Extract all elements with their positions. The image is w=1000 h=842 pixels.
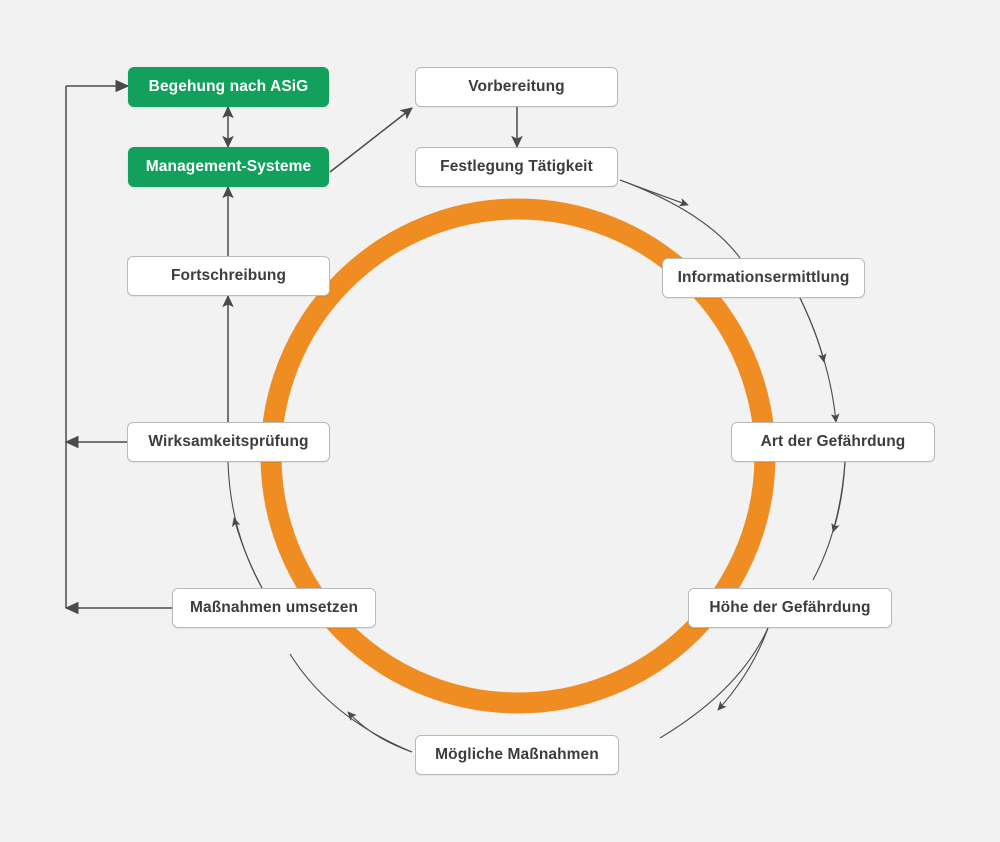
node-wirksamkeitspruefung[interactable]: Wirksamkeitsprüfung — [127, 422, 330, 462]
node-label: Art der Gefährdung — [760, 433, 906, 451]
node-label: Vorbereitung — [468, 78, 565, 96]
edge-art-to-hoehe-line — [812, 461, 846, 581]
edge-massnahmen-to-wirksamkeit-head — [231, 517, 263, 589]
edge-festlegung-to-information — [619, 179, 741, 259]
edge-moegliche-to-massnahmen-line — [289, 653, 413, 753]
node-label: Wirksamkeitsprüfung — [148, 433, 309, 451]
node-management-systeme[interactable]: Management-Systeme — [128, 147, 329, 187]
node-label: Management-Systeme — [145, 158, 312, 176]
node-informationsermittlung[interactable]: Informationsermittlung — [662, 258, 865, 298]
node-festlegung-taetigkeit[interactable]: Festlegung Tätigkeit — [415, 147, 618, 187]
node-begehung-nach-asig[interactable]: Begehung nach ASiG — [128, 67, 329, 107]
node-label: Höhe der Gefährdung — [709, 599, 871, 617]
node-massnahmen-umsetzen[interactable]: Maßnahmen umsetzen — [172, 588, 376, 628]
edge-hoehe-to-moegliche-head — [717, 627, 769, 711]
node-vorbereitung[interactable]: Vorbereitung — [415, 67, 618, 107]
edge-information-to-art-head — [799, 297, 827, 363]
edge-information-to-art-line — [799, 297, 837, 423]
node-label: Mögliche Maßnahmen — [435, 746, 599, 764]
node-moegliche-massnahmen[interactable]: Mögliche Maßnahmen — [415, 735, 619, 775]
node-hoehe-der-gefaehrdung[interactable]: Höhe der Gefährdung — [688, 588, 892, 628]
node-label: Fortschreibung — [170, 267, 287, 285]
node-label: Begehung nach ASiG — [148, 78, 309, 96]
node-label: Festlegung Tätigkeit — [440, 158, 593, 176]
edge-massnahmen-to-wirksamkeit-line — [227, 461, 263, 589]
edge-hoehe-to-moegliche-line — [659, 627, 769, 739]
node-art-der-gefaehrdung[interactable]: Art der Gefährdung — [731, 422, 935, 462]
node-label: Informationsermittlung — [677, 269, 850, 287]
node-fortschreibung[interactable]: Fortschreibung — [127, 256, 330, 296]
node-label: Maßnahmen umsetzen — [189, 599, 359, 617]
edge-management-to-vorbereitung — [329, 107, 413, 173]
edge-art-to-hoehe-head — [831, 461, 846, 533]
edge-festlegung-to-information-head — [619, 179, 689, 207]
edge-information-to-art — [830, 413, 840, 423]
edge-moegliche-to-massnahmen-head — [347, 711, 413, 753]
